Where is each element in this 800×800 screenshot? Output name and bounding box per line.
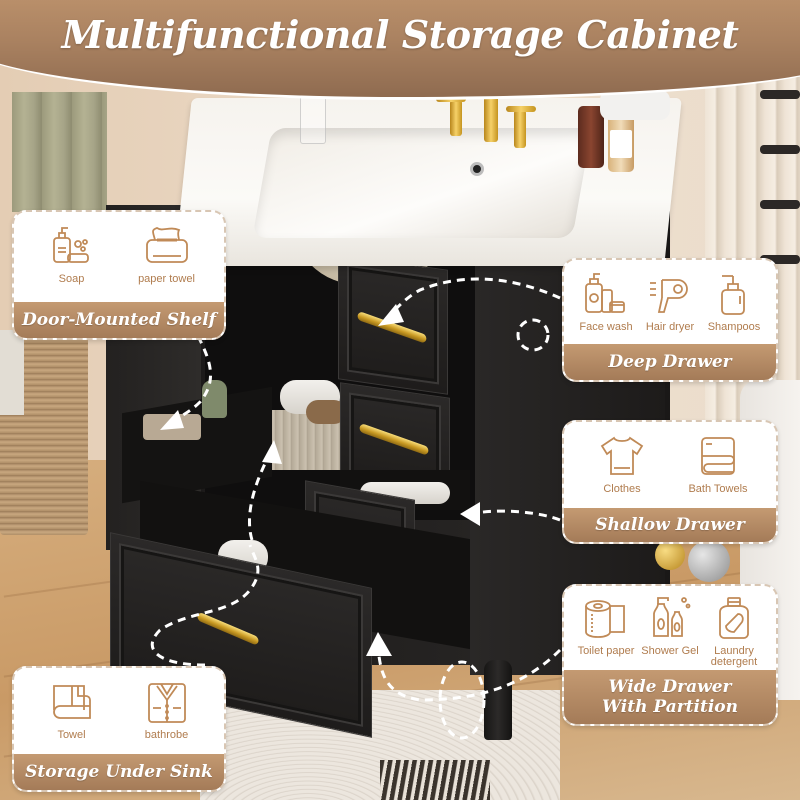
feature-toilet-paper: Toilet paper — [574, 594, 638, 657]
feature-label: Towel — [57, 729, 86, 741]
faucet-handle-right — [514, 110, 526, 148]
feature-label: Soap — [58, 273, 85, 285]
toilet-paper-icon — [585, 600, 625, 638]
tissue-box — [143, 414, 201, 440]
feature-towel: Towel — [34, 678, 110, 741]
card-title: Wide Drawer With Partition — [564, 670, 776, 724]
feature-bath-towels: Bath Towels — [680, 432, 756, 495]
feature-label: bathrobe — [144, 729, 189, 741]
card-shallow-drawer: Clothes Bath Towels Shallow Drawer — [562, 420, 778, 544]
feature-label: Bath Towels — [688, 483, 748, 495]
feature-label: Face wash — [579, 321, 633, 333]
card-storage-under-sink: Towel bathrobe Storage Under Sink — [12, 666, 226, 792]
card-deep-drawer: Face wash Hair dryer Shampoos Deep Drawe… — [562, 258, 778, 382]
rolled-towel — [306, 400, 346, 424]
bathrobe-icon — [147, 683, 186, 723]
deep-drawer-top[interactable] — [338, 254, 448, 395]
feature-shower-gel: Shower Gel — [638, 594, 702, 657]
laundry-detergent-icon — [719, 597, 749, 639]
title-banner — [0, 0, 800, 100]
cabinet-leg — [484, 660, 512, 740]
towel-rack-bar — [760, 200, 800, 209]
towel-icon — [52, 685, 91, 719]
card-title: Storage Under Sink — [14, 754, 224, 790]
bath-towels-icon — [701, 437, 735, 475]
towel-rack-bar — [760, 90, 800, 99]
card-title: Deep Drawer — [564, 344, 776, 380]
feature-face-wash: Face wash — [574, 270, 638, 333]
faucet-spout — [484, 96, 498, 142]
hanging-towel — [0, 330, 24, 415]
feature-label: Shampoos — [707, 321, 761, 333]
bottle-label — [610, 130, 632, 158]
shower-gel-icon — [653, 597, 691, 637]
feature-label: Clothes — [603, 483, 641, 495]
feature-label: paper towel — [138, 273, 195, 285]
feature-bathrobe: bathrobe — [129, 678, 205, 741]
card-door-mounted-shelf: Soap paper towel Door-Mounted Shelf — [12, 210, 226, 340]
label-line: detergent — [710, 656, 758, 668]
card-title-line: With Partition — [602, 697, 738, 717]
paper-towel-icon — [145, 227, 188, 263]
page-title: Multifunctional Storage Cabinet — [61, 12, 739, 57]
feature-label: Shower Gel — [641, 645, 699, 657]
feature-label: Hair dryer — [645, 321, 695, 333]
soap-icon — [52, 227, 89, 263]
label-line: Laundry — [714, 645, 754, 657]
feature-label: Toilet paper — [577, 645, 635, 657]
overflow-drain — [470, 162, 484, 176]
curtain — [12, 92, 107, 212]
card-title: Shallow Drawer — [564, 508, 776, 542]
faucet-lever-right — [506, 106, 536, 112]
feature-soap: Soap — [34, 222, 110, 285]
feature-hair-dryer: Hair dryer — [638, 270, 702, 333]
feature-clothes: Clothes — [584, 432, 660, 495]
towel-rack-bar — [760, 145, 800, 154]
striped-rug — [380, 760, 490, 800]
feature-shampoo: Shampoos — [702, 270, 766, 333]
face-wash-icon — [585, 273, 625, 313]
decor-silver-ball — [688, 540, 730, 582]
soap-bottle — [202, 380, 227, 418]
amber-bottle — [578, 106, 604, 168]
card-title-line: Wide Drawer — [608, 677, 732, 697]
towel-rack-bar — [760, 255, 800, 264]
clothes-icon — [600, 436, 644, 475]
feature-paper-towel: paper towel — [129, 222, 205, 285]
faucet-handle-left — [450, 100, 462, 136]
card-title: Door-Mounted Shelf — [14, 302, 224, 338]
decor-gold-ball — [655, 540, 685, 570]
shampoo-icon — [721, 275, 745, 315]
hair-dryer-icon — [650, 279, 688, 313]
sink-basin — [252, 128, 592, 238]
